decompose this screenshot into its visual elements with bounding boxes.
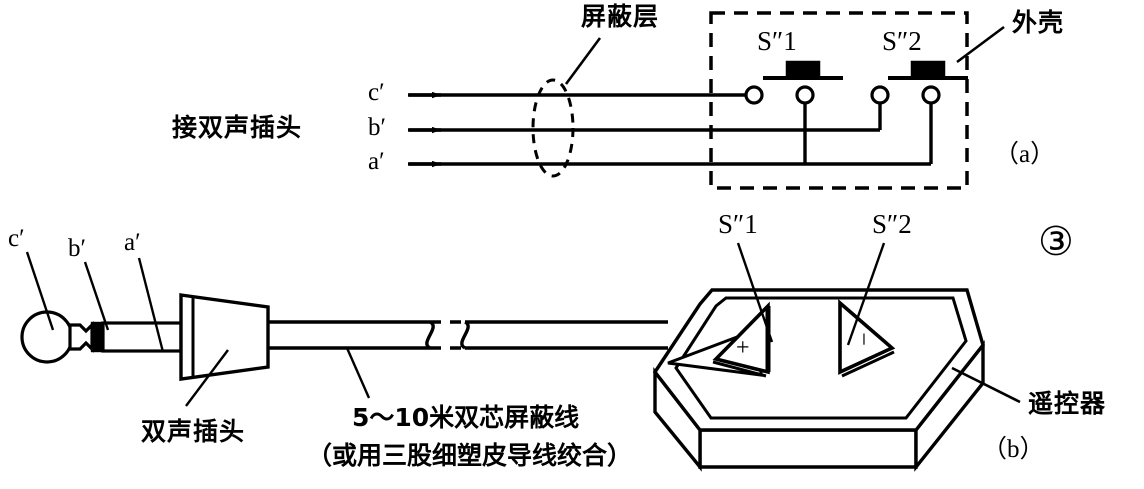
remote-button-s2-edge-b: [841, 350, 895, 378]
wire-label-a-prime: a′: [368, 148, 385, 175]
switch-s1-cap: [785, 60, 821, 80]
plug-tip-label: c′: [8, 225, 25, 252]
cable-caption-leader: [345, 347, 371, 399]
plug-caption-leader: [185, 349, 229, 407]
housing-label: 外壳: [1012, 8, 1065, 37]
switch-s1-terminal-right: [795, 85, 815, 105]
cable-caption-line2: （或用三股细塑皮导线绞合）: [307, 441, 633, 470]
shield-label: 屏蔽层: [581, 2, 660, 31]
panel-a-label: （a）: [994, 141, 1056, 168]
wire-label-c-prime: c′: [368, 79, 385, 106]
remote-button-s1-label: S″1: [718, 209, 758, 239]
housing-leader: [956, 25, 1005, 64]
plug-tip: [20, 310, 74, 364]
remote-caption: 遥控器: [1028, 389, 1107, 418]
remote-button-s1-mark[interactable]: +: [736, 335, 750, 361]
switch-s1-terminal-left: [744, 85, 764, 105]
plug-neck: [68, 321, 94, 353]
switch-s2-terminal-right: [921, 85, 941, 105]
remote-button-s1-leader: [736, 242, 774, 343]
panel-b-label: （b）: [982, 436, 1045, 463]
shield-leader: [564, 37, 602, 85]
plug-sleeve-label: a′: [124, 229, 141, 256]
plug-ring-label: b′: [68, 235, 86, 262]
cable-break-right: [460, 320, 470, 350]
plug-ring-leader: [83, 261, 110, 331]
remote-front-face: [698, 428, 918, 469]
plug-ring-band-1: [90, 321, 105, 353]
switch-s2-cap: [910, 60, 946, 80]
figure-number: ③: [1038, 219, 1074, 264]
wire-label-b-prime: b′: [368, 114, 386, 141]
switch-label-s1: S″1: [757, 26, 797, 56]
remote-button-s1-edge-b: [712, 360, 767, 378]
plug-sleeve: [101, 321, 183, 353]
plug-caption: 双声插头: [141, 417, 246, 446]
remote-button-s2-label: S″2: [872, 209, 912, 239]
switch-s2-terminal-left: [870, 85, 890, 105]
source-label: 接双声插头: [172, 113, 303, 142]
remote-button-s2-mark[interactable]: −: [849, 332, 876, 346]
plug-body: [179, 293, 270, 381]
housing-dashed-box: [709, 11, 969, 190]
remote-caption-leader: [951, 366, 1021, 404]
plug-sleeve-leader: [137, 257, 165, 353]
plug-tip-leader: [25, 251, 55, 331]
cable-break-left: [425, 320, 435, 350]
switch-label-s2: S″2: [882, 26, 922, 56]
shield-ellipse: [531, 78, 575, 178]
cable-caption-line1: 5～10米双芯屏蔽线: [352, 403, 580, 432]
remote-button-s2-leader: [846, 242, 886, 346]
